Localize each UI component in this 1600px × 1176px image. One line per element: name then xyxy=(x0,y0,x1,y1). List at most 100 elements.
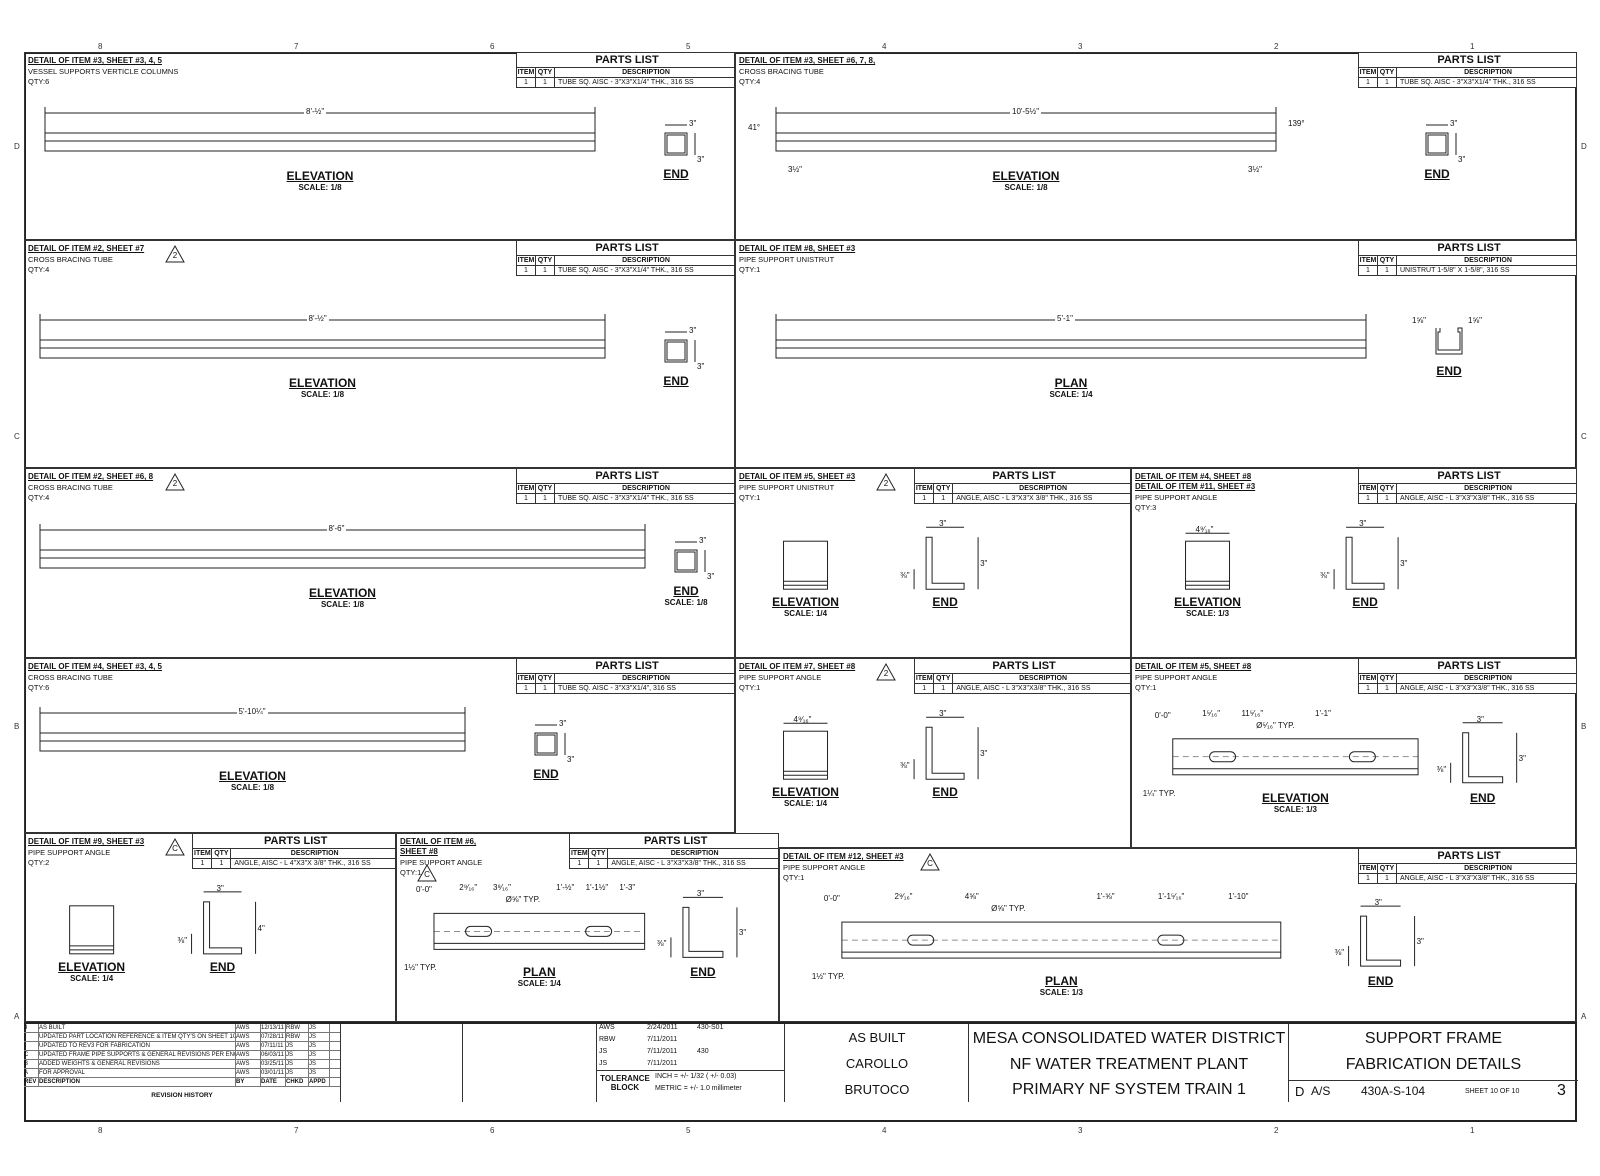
detail-drawing xyxy=(39,707,566,756)
zone-marker-top: 7 xyxy=(294,42,299,51)
revision-rev: B xyxy=(24,1060,39,1068)
length-dim: 5'-10¼" xyxy=(236,707,268,716)
revision-appd: JS xyxy=(309,1042,330,1050)
drawing-rect xyxy=(1425,132,1449,156)
length-dim: 8'-½" xyxy=(306,314,329,323)
detail-description: CROSS BRACING TUBE xyxy=(28,483,113,492)
pos-dim-4: 1'-1½" xyxy=(585,883,609,893)
header-item: ITEM xyxy=(915,674,935,683)
revision-chkd: RBW xyxy=(286,1024,309,1032)
angle-dim-height: 3" xyxy=(980,559,988,569)
view-label: END xyxy=(616,374,734,388)
zone-marker-top: 3 xyxy=(1078,42,1083,51)
revision-desc: UPDATED TO REV3 FOR FABRICATION xyxy=(39,1042,236,1050)
part-qty: 1 xyxy=(536,684,555,693)
zone-marker-top: 4 xyxy=(882,42,887,51)
revision-triangle-icon xyxy=(417,863,437,882)
revision-appd: JS xyxy=(309,1060,330,1068)
angle-profile xyxy=(925,726,965,780)
view-scale: SCALE: 1/4 xyxy=(783,609,828,619)
blank-cell-2 xyxy=(462,1024,596,1102)
revision-triangle: 2 xyxy=(876,662,896,681)
drawing-rect xyxy=(39,549,646,569)
detail-drawing xyxy=(783,526,979,590)
detail-title: DETAIL OF ITEM #7, SHEET #8 xyxy=(739,662,856,671)
revision-rev xyxy=(24,1033,39,1041)
part-description: ANGLE, AISC - L 4"X3"X 3/8" THK., 316 SS xyxy=(234,860,371,867)
revision-chkd: JS xyxy=(286,1051,309,1059)
revision-appd: JS xyxy=(309,1069,330,1077)
drawing-rect xyxy=(664,339,688,363)
view-scale: SCALE: 1/8 xyxy=(230,783,275,792)
view-name: END xyxy=(673,584,699,598)
part-qty: 1 xyxy=(589,859,609,868)
angle-dim-width: 3" xyxy=(1476,714,1484,724)
revision-triangle: C xyxy=(165,837,185,856)
part-qty: 1 xyxy=(1378,266,1397,275)
view-label: END xyxy=(885,785,1005,799)
revision-triangle-icon xyxy=(920,852,940,871)
view-name: PLAN xyxy=(1044,974,1078,989)
angle-profile xyxy=(925,536,965,590)
pos-dim-5: 1'-3" xyxy=(619,883,636,893)
header-item: ITEM xyxy=(517,256,536,265)
part-item: 1 xyxy=(1359,266,1378,275)
view-label: END xyxy=(616,167,734,181)
revision-date: 07/11/11 xyxy=(261,1042,286,1050)
revision-triangle: 2 xyxy=(876,472,896,491)
detail-drawing xyxy=(1172,722,1518,784)
drawing-rect xyxy=(69,905,115,955)
detail-description: PIPE SUPPORT ANGLE xyxy=(783,863,866,872)
pos-dim-1: 2⁹⁄₁₆" xyxy=(894,892,913,902)
title-line-2: FABRICATION DETAILS xyxy=(1345,1056,1522,1073)
detail-drawing xyxy=(39,524,706,573)
end-dim-height: 3" xyxy=(697,362,705,371)
part-item: 1 xyxy=(915,684,935,693)
sheet-number: 430 xyxy=(697,1048,709,1055)
view-scale: SCALE: 1/8 xyxy=(320,600,365,609)
parts-list-title: PARTS LIST xyxy=(1359,241,1576,256)
part-item: 1 xyxy=(517,494,536,503)
detail-qty: QTY:6 xyxy=(28,683,50,692)
revision-triangle-label: 2 xyxy=(883,479,889,488)
revision-chkd: RBW xyxy=(286,1033,309,1041)
view-name: END xyxy=(663,374,689,388)
detail-title: DETAIL OF ITEM #12, SHEET #3 xyxy=(783,852,904,861)
revision-rev: C xyxy=(24,1051,39,1059)
revision-chkd: JS xyxy=(286,1042,309,1050)
pos-dim-2: 11⁵⁄₁₆" xyxy=(1241,708,1264,718)
view-scale: SCALE: 1/8 xyxy=(1004,183,1048,192)
approved-date: 7/11/2011 xyxy=(647,1048,678,1055)
angle-dim-height: 3" xyxy=(980,749,988,759)
part-item: 1 xyxy=(193,859,213,868)
length-dim: 8'-6" xyxy=(326,524,347,533)
part-description: ANGLE, AISC - L 3"X3"X 3/8" THK., 316 SS xyxy=(956,495,1093,502)
zone-marker-top: 5 xyxy=(686,42,691,51)
revision-triangle: 2 xyxy=(165,244,185,263)
drawing-rect xyxy=(536,734,556,754)
end-dim-height: 3" xyxy=(1458,155,1466,164)
part-description: ANGLE, AISC - L 3"X3"X3/8" THK., 316 SS xyxy=(611,860,746,867)
angle-dim-height: 3" xyxy=(1400,559,1408,569)
detail-title: DETAIL OF ITEM #2, SHEET #7 xyxy=(28,244,145,253)
part-description: TUBE SQ. AISC - 3"X3"X1/4" THK., 316 SS xyxy=(558,267,694,274)
part-qty: 1 xyxy=(536,266,555,275)
part-item: 1 xyxy=(570,859,590,868)
header-item: ITEM xyxy=(1359,256,1378,265)
project-line-1: MESA CONSOLIDATED WATER DISTRICT xyxy=(972,1030,1286,1047)
header-item: ITEM xyxy=(570,849,590,858)
part-item: 1 xyxy=(1359,78,1378,87)
angle-dim-height: 4" xyxy=(257,923,265,933)
header-description: DESCRIPTION xyxy=(1464,485,1512,492)
eng-by: JS xyxy=(599,1060,608,1067)
